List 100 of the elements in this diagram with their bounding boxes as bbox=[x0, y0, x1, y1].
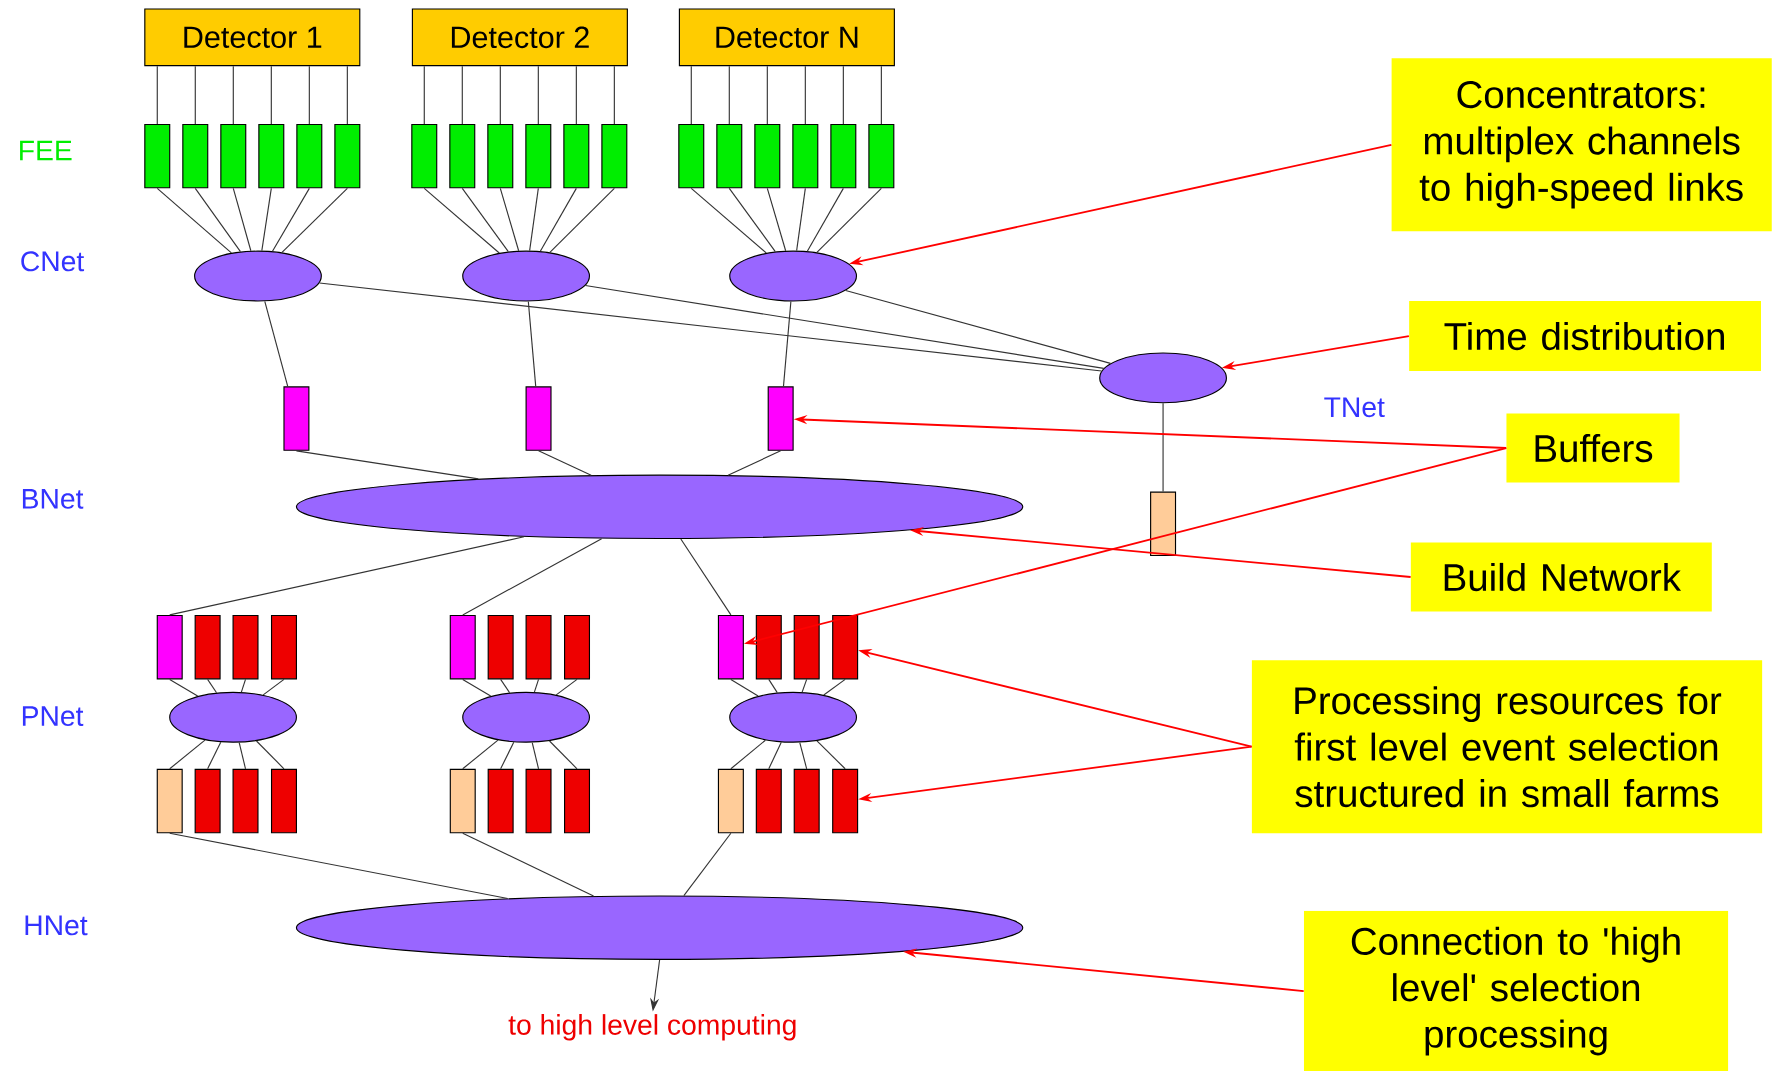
connection-line bbox=[537, 65, 539, 125]
buffer-box bbox=[1150, 491, 1177, 556]
callout-box: Concentrators: multiplex channels to high-speed links bbox=[1391, 58, 1772, 232]
row-label: PNet bbox=[22, 706, 84, 726]
front-end-box bbox=[220, 123, 247, 189]
connection-line bbox=[295, 450, 479, 480]
front-end-box bbox=[258, 123, 285, 189]
connection-line bbox=[270, 65, 272, 125]
callout-box: Time distribution bbox=[1409, 300, 1761, 371]
callout-box: Connection to 'high level' selection processing bbox=[1303, 910, 1729, 1071]
processor-box bbox=[449, 768, 476, 834]
connection-line bbox=[318, 282, 1103, 372]
connection-line bbox=[766, 187, 787, 252]
connection-line bbox=[842, 65, 844, 125]
connection-line bbox=[500, 678, 511, 694]
connection-line bbox=[238, 741, 247, 770]
connection-line bbox=[499, 187, 520, 252]
connection-line bbox=[281, 187, 348, 253]
row-label: TNet bbox=[1324, 397, 1385, 417]
connection-line bbox=[255, 740, 285, 770]
row-label: CNet bbox=[21, 251, 85, 272]
connection-line bbox=[462, 537, 603, 616]
front-end-box bbox=[601, 123, 628, 189]
processor-box bbox=[755, 614, 782, 680]
processor-box bbox=[793, 768, 820, 834]
front-end-box bbox=[868, 123, 895, 189]
connection-line bbox=[207, 741, 222, 770]
connection-line bbox=[207, 678, 218, 694]
connection-line bbox=[816, 740, 846, 770]
processor-box bbox=[755, 768, 782, 834]
connection-line bbox=[555, 678, 578, 696]
network-ellipse bbox=[1099, 352, 1227, 404]
network-ellipse bbox=[295, 895, 1024, 960]
connection-line bbox=[264, 300, 289, 387]
processor-box bbox=[194, 768, 221, 834]
connection-line bbox=[730, 739, 766, 770]
connection-line bbox=[730, 678, 759, 697]
processor-box bbox=[525, 614, 552, 680]
connection-line bbox=[766, 65, 768, 125]
network-ellipse bbox=[462, 691, 591, 743]
connection-line bbox=[169, 678, 199, 697]
network-ellipse bbox=[462, 250, 591, 302]
connection-line bbox=[845, 289, 1112, 364]
front-end-box bbox=[754, 123, 781, 189]
connection-line bbox=[823, 678, 846, 696]
processor-box bbox=[270, 614, 297, 680]
connection-line bbox=[169, 739, 206, 770]
callout-box: Buffers bbox=[1506, 413, 1680, 483]
connection-line bbox=[156, 65, 158, 125]
processor-box bbox=[449, 614, 476, 680]
processor-box bbox=[232, 768, 259, 834]
connection-line bbox=[156, 187, 232, 254]
connection-line bbox=[690, 187, 767, 254]
connection-line bbox=[529, 187, 539, 251]
front-end-box bbox=[296, 123, 323, 189]
detector-box: Detector N bbox=[678, 8, 895, 66]
buffer-box bbox=[283, 386, 310, 451]
connection-line bbox=[527, 300, 537, 387]
front-end-box bbox=[449, 123, 476, 189]
processor-box bbox=[525, 768, 552, 834]
row-label: HNet bbox=[25, 915, 88, 936]
network-ellipse bbox=[169, 691, 297, 743]
front-end-box bbox=[411, 123, 438, 189]
front-end-box bbox=[525, 123, 552, 189]
buffer-box bbox=[525, 386, 552, 451]
connection-line bbox=[768, 678, 778, 693]
connection-line bbox=[727, 450, 782, 476]
connection-line bbox=[194, 187, 242, 252]
connection-line bbox=[804, 65, 806, 125]
front-end-box bbox=[144, 123, 171, 189]
network-ellipse bbox=[295, 474, 1024, 539]
front-end-box bbox=[563, 123, 590, 189]
connection-line bbox=[232, 65, 234, 125]
connection-line bbox=[613, 65, 615, 125]
connection-line bbox=[537, 450, 592, 476]
connection-line bbox=[539, 187, 577, 252]
connection-line bbox=[531, 741, 540, 770]
connection-line bbox=[880, 65, 882, 125]
connection-line bbox=[690, 65, 692, 125]
connection-line bbox=[683, 832, 732, 896]
connection-line bbox=[548, 740, 578, 770]
detector-box: Detector 2 bbox=[411, 8, 628, 66]
connection-line bbox=[768, 741, 782, 770]
buffer-box bbox=[767, 386, 794, 451]
front-end-box bbox=[678, 123, 705, 189]
connection-line bbox=[240, 678, 247, 693]
connection-line bbox=[346, 65, 348, 125]
processor-box bbox=[487, 768, 514, 834]
connection-line bbox=[423, 187, 500, 254]
front-end-box bbox=[182, 123, 209, 189]
connection-line bbox=[1162, 402, 1164, 492]
connection-line bbox=[461, 187, 509, 252]
connection-line bbox=[549, 187, 615, 253]
processor-box bbox=[156, 768, 183, 834]
connection-line bbox=[728, 187, 776, 252]
front-end-box bbox=[716, 123, 743, 189]
connection-line bbox=[461, 65, 463, 125]
connection-line bbox=[533, 678, 540, 693]
network-ellipse bbox=[729, 250, 858, 302]
connection-line bbox=[816, 187, 882, 253]
